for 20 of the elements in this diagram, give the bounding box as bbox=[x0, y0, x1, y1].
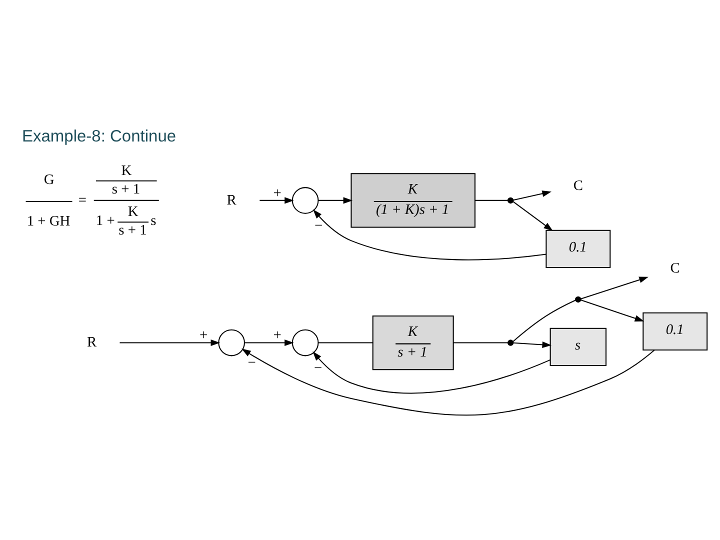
node-text: R bbox=[87, 334, 97, 351]
node-text: R bbox=[226, 192, 236, 208]
label: s bbox=[150, 212, 156, 229]
label: 1 + bbox=[96, 212, 115, 229]
edge-label: + bbox=[273, 328, 282, 344]
edge-label: − bbox=[248, 355, 256, 372]
label: = bbox=[78, 192, 87, 208]
label: K bbox=[121, 162, 132, 179]
label: K bbox=[128, 204, 138, 220]
edge-label: − bbox=[314, 360, 322, 376]
edge-label: − bbox=[314, 218, 323, 234]
label: G bbox=[44, 172, 54, 188]
edge-label: + bbox=[199, 328, 208, 344]
label: s + 1 bbox=[118, 222, 147, 239]
label: 1 + GH bbox=[26, 213, 70, 230]
node-text: C bbox=[573, 178, 583, 194]
node-text: C bbox=[670, 260, 680, 276]
edge-label: + bbox=[273, 185, 282, 202]
label: s + 1 bbox=[112, 181, 140, 198]
diagram-title: Example-8: Continue bbox=[22, 127, 176, 146]
